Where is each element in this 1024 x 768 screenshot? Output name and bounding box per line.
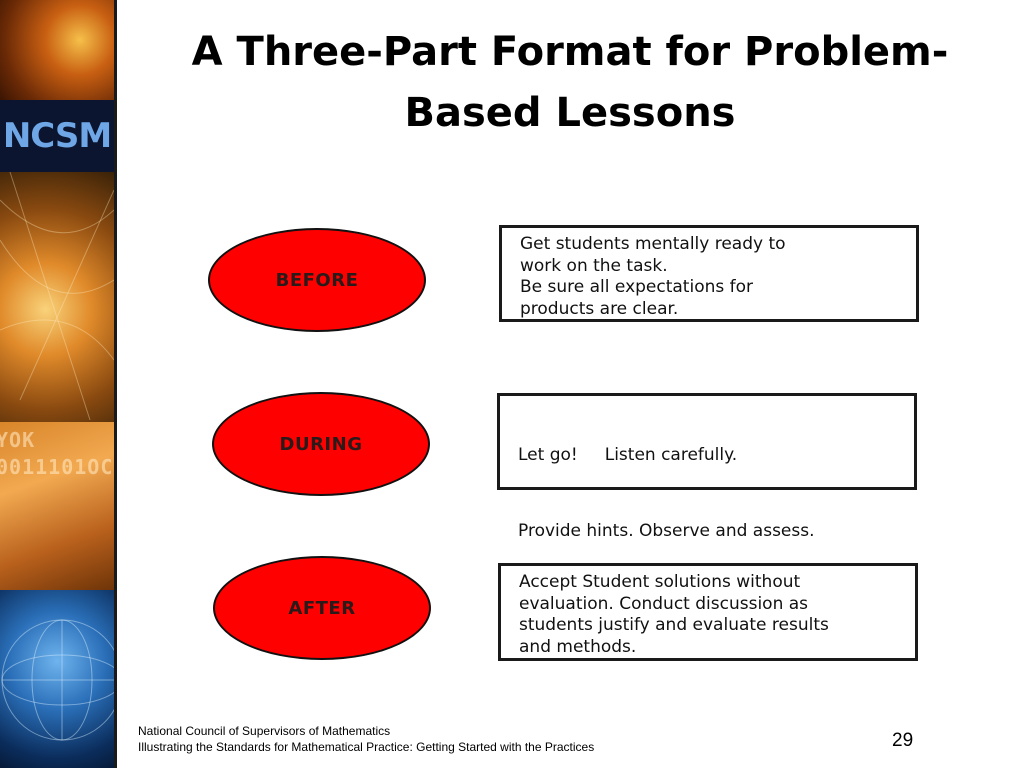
description-line: products are clear. [520, 298, 679, 319]
sidebar-binary-text: 0011101OC [0, 455, 114, 479]
title-line-2: Based Lessons [404, 90, 736, 136]
sidebar-image-middle [0, 172, 114, 422]
decorative-sidebar: YOK 0011101OC NCSM [0, 0, 117, 768]
sidebar-binary-text: YOK [0, 428, 36, 452]
sidebar-logo-band [0, 100, 114, 172]
phase-description-after: Accept Student solutions without evaluat… [498, 563, 918, 661]
phase-oval-during: DURING [212, 392, 430, 496]
description-line: Get students mentally ready to [520, 234, 786, 254]
phase-description-during: Let go! Listen carefully. Provide hints.… [497, 393, 917, 541]
phase-description-before: Get students mentally ready to work on t… [499, 225, 919, 322]
description-line: evaluation. Conduct discussion as [519, 593, 809, 614]
sidebar-image-globe [0, 590, 114, 768]
ncsm-logo: NCSM [0, 102, 114, 170]
sidebar-line-art [0, 171, 114, 741]
phase-label: BEFORE [275, 269, 359, 291]
sidebar-image-top [0, 0, 114, 100]
description-line: Provide hints. Observe and assess. [518, 520, 815, 541]
slide-number: 29 [892, 730, 914, 751]
phase-oval-after: AFTER [213, 556, 431, 660]
slide-footer: National Council of Supervisors of Mathe… [138, 724, 594, 755]
description-line: Accept Student solutions without [519, 572, 801, 592]
footer-organization: National Council of Supervisors of Mathe… [138, 724, 391, 738]
description-line: and methods. [519, 636, 637, 657]
slide-title: A Three-Part Format for Problem- Based L… [150, 22, 990, 144]
footer-subtitle: Illustrating the Standards for Mathemati… [138, 739, 595, 754]
description-line: work on the task. [520, 255, 668, 276]
title-line-1: A Three-Part Format for Problem- [191, 29, 949, 75]
description-line: students justify and evaluate results [519, 615, 829, 635]
phase-label: AFTER [288, 597, 356, 619]
sidebar-image-lower [0, 422, 114, 590]
phase-oval-before: BEFORE [208, 228, 426, 332]
phase-label: DURING [279, 433, 363, 455]
description-line: Be sure all expectations for [520, 277, 754, 297]
logo-text: NCSM [2, 116, 112, 156]
description-line: Let go! Listen carefully. [518, 445, 738, 465]
